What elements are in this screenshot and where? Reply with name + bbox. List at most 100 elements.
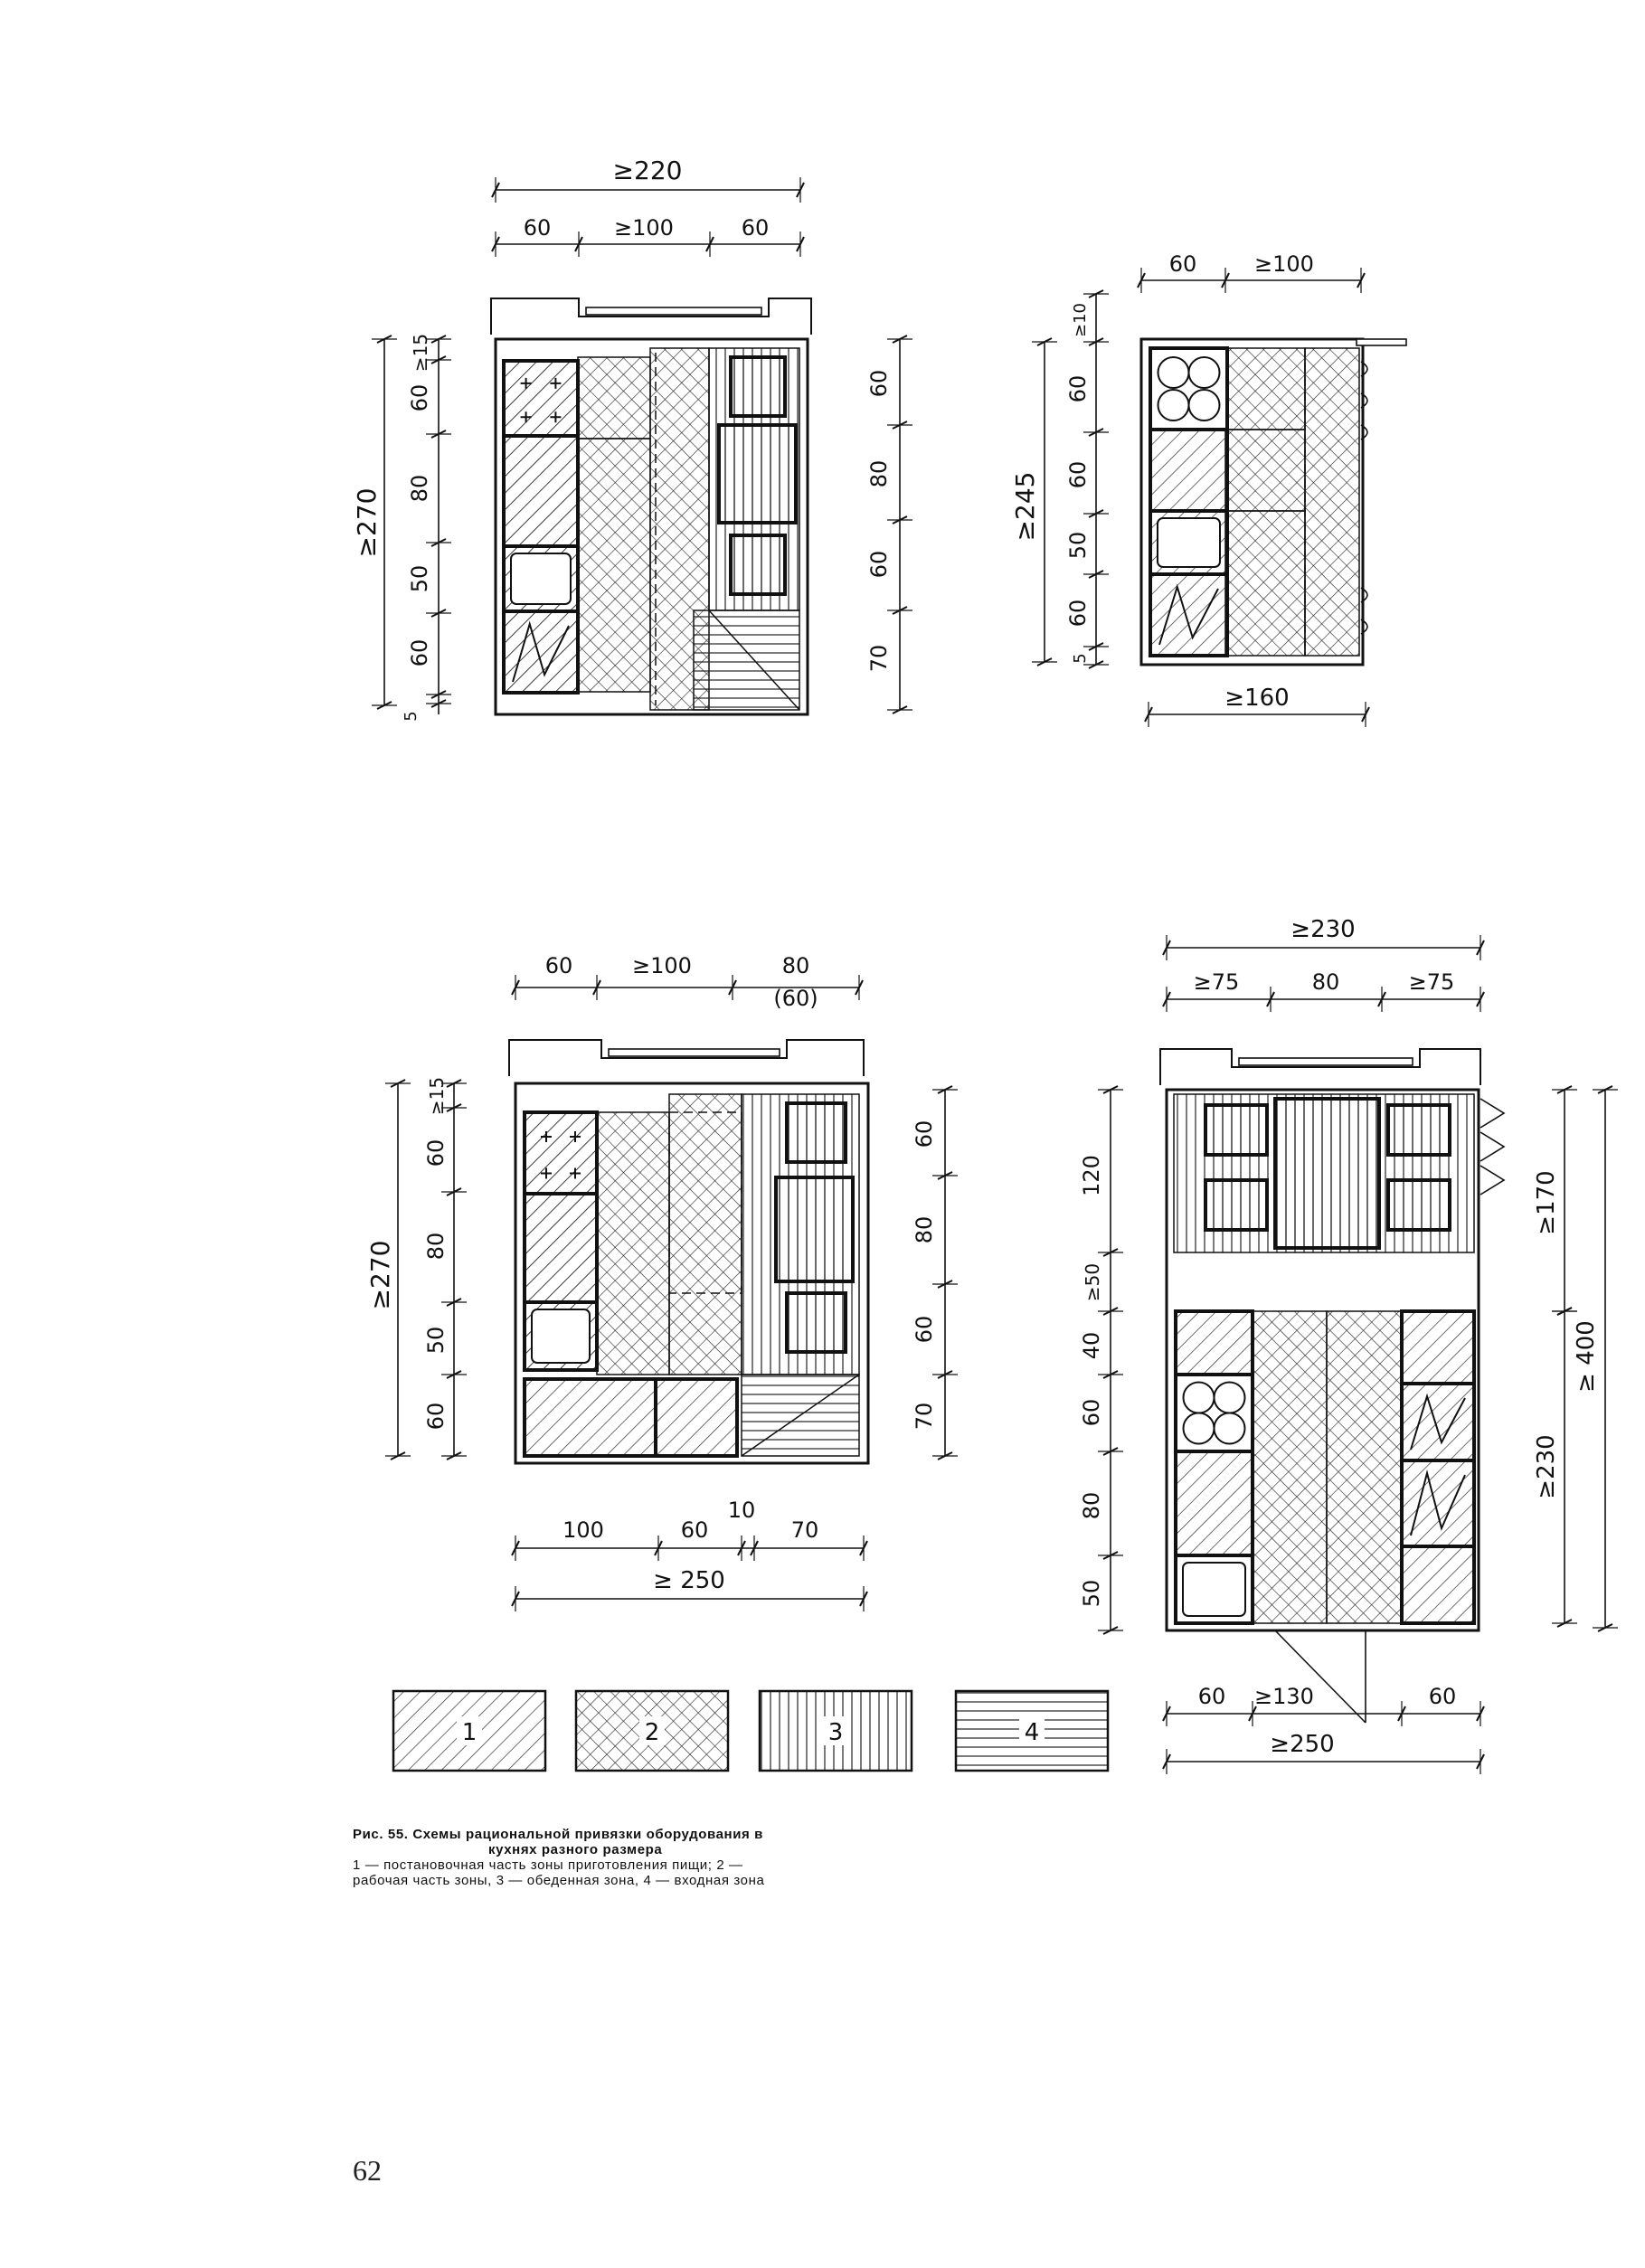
- legend-label-bg: [457, 1716, 482, 1745]
- counter-unit: [523, 1192, 599, 1304]
- curtain-mark: [1480, 1131, 1506, 1162]
- legend-label-2: 2: [645, 1719, 660, 1746]
- dimension-label: 70: [791, 1517, 819, 1543]
- figure-caption: Рис. 55. Схемы рациональной привязки обо…: [353, 1827, 999, 1888]
- dimension-label: 80: [866, 460, 892, 488]
- zone-2: [1224, 510, 1306, 657]
- dimension-label: ≥100: [1254, 251, 1314, 277]
- counter-unit: [1174, 1309, 1254, 1376]
- dimension-label: 80: [1312, 969, 1340, 995]
- stove-unit: [502, 359, 580, 438]
- curtain-mark: [1360, 619, 1368, 635]
- dimension-label: ≥75: [1194, 969, 1240, 995]
- dimension-label: 70: [866, 645, 892, 673]
- dimension-label: 10: [728, 1498, 756, 1523]
- chair-unit: [785, 1101, 847, 1164]
- stove-burner-icon: [1187, 389, 1221, 421]
- stove-mark-icon: [541, 1167, 552, 1179]
- fridge-unit: [1149, 572, 1229, 657]
- zone-boundary: [668, 1111, 742, 1294]
- dimension-label: 70: [912, 1403, 937, 1431]
- door-swing: [1274, 1630, 1366, 1724]
- caption-title-continuation: кухнях разного размера: [488, 1842, 663, 1857]
- stove-mark-icon: [550, 377, 562, 389]
- dimension-label: 60: [1079, 1399, 1104, 1427]
- dimension-label: 50: [407, 565, 432, 593]
- fridge-unit: [1400, 1382, 1476, 1462]
- chair-unit: [1204, 1103, 1269, 1157]
- dining-table-unit: [717, 423, 798, 524]
- dimension-label: 80: [407, 475, 432, 503]
- dimension-label: ≥130: [1254, 1684, 1314, 1709]
- stove-burner-icon: [1157, 356, 1190, 389]
- sink-icon: [531, 1309, 591, 1364]
- fridge-unit: [523, 1377, 657, 1458]
- legend-label-bg: [1019, 1716, 1045, 1745]
- window: [585, 307, 762, 316]
- dimension-label: 60: [742, 215, 770, 241]
- dimension-top-total-label: ≥220: [613, 156, 683, 185]
- dimension-label: 50: [1065, 532, 1091, 560]
- zone-2: [577, 356, 651, 439]
- appliance-mark-icon: [1410, 1393, 1466, 1451]
- room-outline: [514, 1082, 870, 1465]
- stove-mark-icon: [520, 377, 532, 389]
- dimension-bottom-total-label: ≥ 250: [653, 1567, 725, 1594]
- dimension-label: ≥15: [410, 334, 431, 372]
- legend-label-bg: [639, 1716, 665, 1745]
- dimension-label: 80: [1079, 1492, 1104, 1520]
- dimension-right-upper-label: ≥170: [1533, 1170, 1560, 1234]
- sink-icon: [1157, 517, 1221, 568]
- chair-unit: [729, 534, 787, 596]
- fridge-unit: [502, 610, 580, 695]
- dimension-label: 60: [681, 1517, 709, 1543]
- caption-title: Рис. 55. Схемы рациональной привязки обо…: [353, 1827, 763, 1842]
- dimension-bottom-total-label: ≥250: [1270, 1731, 1334, 1758]
- window-wall: [490, 298, 812, 335]
- appliance-unit: [1400, 1459, 1476, 1548]
- zone-2: [577, 438, 651, 693]
- dimension-label: 60: [407, 384, 432, 412]
- stove-burner-icon: [1182, 1412, 1215, 1445]
- zone-2: [1224, 347, 1306, 430]
- stove-burner-icon: [1213, 1412, 1246, 1445]
- window: [1238, 1057, 1413, 1066]
- dimension-label: 60: [1065, 375, 1091, 403]
- dimension-label: 5: [402, 711, 421, 721]
- chair-unit: [1386, 1178, 1451, 1232]
- curtain-mark: [1360, 392, 1368, 409]
- dimension-bottom-total-label: ≥160: [1224, 685, 1289, 712]
- chair-unit: [729, 355, 787, 418]
- room-outline: [494, 337, 809, 716]
- cabinet-unit: [1400, 1309, 1476, 1385]
- stove-burner-icon: [1182, 1381, 1215, 1414]
- curtain-mark: [1480, 1098, 1506, 1129]
- dimension-label: 100: [563, 1517, 604, 1543]
- zone-2: [1224, 429, 1306, 512]
- legend-label-bg: [823, 1716, 848, 1745]
- appliance-mark-icon: [1410, 1469, 1466, 1536]
- stove-mark-icon: [570, 1131, 581, 1142]
- dimension-label: ≥15: [426, 1077, 448, 1115]
- dimension-label: 60: [866, 370, 892, 398]
- appliance-mark-icon: [512, 620, 570, 683]
- zone-2: [596, 1111, 670, 1375]
- appliance-mark-icon: [1158, 583, 1219, 646]
- stove-unit: [1149, 346, 1229, 431]
- door-swing: [741, 1374, 860, 1457]
- dimension-label: 5: [1071, 653, 1090, 663]
- dimension-label: 60: [423, 1139, 449, 1167]
- dimension-label: ≥100: [614, 215, 674, 241]
- dimension-label: 50: [1079, 1580, 1104, 1608]
- cabinet-unit: [654, 1377, 739, 1458]
- stove-burner-icon: [1187, 356, 1221, 389]
- dimension-label: 60: [1065, 461, 1091, 489]
- dimension-label: ≥10: [1071, 303, 1090, 337]
- sink-icon: [1182, 1562, 1246, 1617]
- chair-unit: [1386, 1103, 1451, 1157]
- sink-icon: [510, 553, 572, 605]
